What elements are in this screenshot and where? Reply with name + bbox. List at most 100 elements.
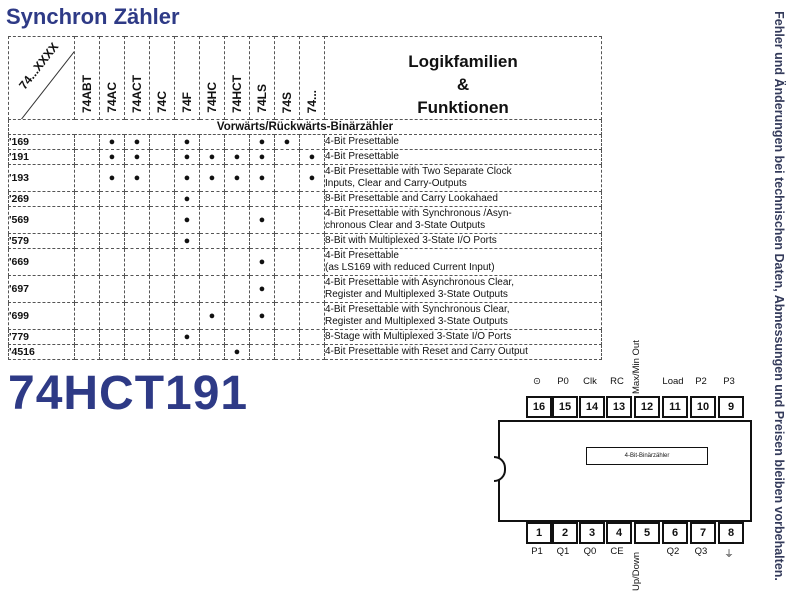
ic-body <box>498 420 752 522</box>
family-cell: ● <box>174 191 200 207</box>
family-cell: ● <box>174 149 200 165</box>
function-description: 4-Bit Presettable with Two Separate Cloc… <box>324 164 602 192</box>
device-code: '193 <box>8 164 75 192</box>
family-cell: ● <box>249 302 275 330</box>
family-cell <box>174 275 200 303</box>
counter-block: 4-Bit-Binärzähler <box>586 447 708 465</box>
family-cell <box>124 206 150 234</box>
table-row: '569●●4-Bit Presettable with Synchronous… <box>8 206 602 234</box>
device-code: '579 <box>8 233 75 249</box>
family-cell <box>224 302 250 330</box>
family-cell <box>299 329 325 345</box>
table-row: '169●●●●●4-Bit Presettable <box>8 134 602 150</box>
table-row: '699●●4-Bit Presettable with Synchronous… <box>8 302 602 330</box>
availability-dot: ● <box>258 172 266 184</box>
pin-number: 1 <box>526 522 552 544</box>
family-cell <box>174 302 200 330</box>
pin-label: P3 <box>723 376 735 387</box>
family-cell: ● <box>299 149 325 165</box>
family-header: 74HCT <box>224 36 250 120</box>
family-cell: ● <box>174 329 200 345</box>
function-line: 8-Bit with Multiplexed 3-State I/O Ports <box>325 235 497 246</box>
pin-label: RC <box>610 376 624 387</box>
family-cell <box>124 248 150 276</box>
family-cell: ● <box>249 134 275 150</box>
family-cell <box>274 149 300 165</box>
function-line: 4-Bit Presettable with Asynchronous Clea… <box>325 277 514 288</box>
family-cell <box>74 149 100 165</box>
function-line: 4-Bit Presettable with Synchronous /Asyn… <box>325 208 512 219</box>
function-line: 4-Bit Presettable with Two Separate Cloc… <box>325 166 512 177</box>
availability-dot: ● <box>208 151 216 163</box>
device-code: '191 <box>8 149 75 165</box>
family-cell <box>199 275 225 303</box>
function-header: Logikfamilien & Funktionen <box>324 36 602 120</box>
availability-dot: ● <box>183 193 191 205</box>
pin-label: Up/Down <box>631 551 642 591</box>
family-cell <box>249 233 275 249</box>
availability-dot: ● <box>308 151 316 163</box>
family-cell <box>274 275 300 303</box>
page-title: Synchron Zähler <box>6 4 180 29</box>
availability-dot: ● <box>108 151 116 163</box>
availability-dot: ● <box>183 172 191 184</box>
family-cell <box>249 344 275 360</box>
family-header: 74ACT <box>124 36 150 120</box>
family-cell: ● <box>249 206 275 234</box>
availability-dot: ● <box>108 136 116 148</box>
family-cell <box>74 164 100 192</box>
family-cell: ● <box>174 134 200 150</box>
function-description: 4-Bit Presettable with Synchronous /Asyn… <box>324 206 602 234</box>
function-description: 4-Bit Presettable with Asynchronous Clea… <box>324 275 602 303</box>
side-note-text: Fehler und Änderungen bei technischen Da… <box>772 11 786 581</box>
function-line: 4-Bit Presettable with Synchronous Clear… <box>325 304 510 315</box>
family-cell <box>199 134 225 150</box>
function-line: (as LS169 with reduced Current Input) <box>325 262 495 273</box>
family-cell <box>99 275 125 303</box>
corner-header: 74...XXXX <box>8 36 75 120</box>
availability-dot: ● <box>258 310 266 322</box>
family-cell <box>274 206 300 234</box>
family-cell <box>274 329 300 345</box>
function-line: chronous Clear and 3-State Outputs <box>325 220 486 231</box>
pin-label: Q0 <box>583 546 597 557</box>
family-cell <box>149 164 175 192</box>
family-cell <box>99 344 125 360</box>
family-cell <box>74 329 100 345</box>
availability-dot: ● <box>258 136 266 148</box>
table-row: '269●8-Bit Presettable and Carry Lookaha… <box>8 191 602 207</box>
pin-number: 11 <box>662 396 688 418</box>
family-cell: ● <box>224 344 250 360</box>
family-cell <box>299 344 325 360</box>
availability-dot: ● <box>108 172 116 184</box>
family-cell <box>249 191 275 207</box>
family-cell: ● <box>249 149 275 165</box>
pin-number: 7 <box>690 522 716 544</box>
family-cell <box>199 248 225 276</box>
pin-number: 10 <box>690 396 716 418</box>
pin-number: 16 <box>526 396 552 418</box>
pin-number: 14 <box>579 396 605 418</box>
function-line: 4-Bit Presettable <box>325 136 399 147</box>
family-cell <box>74 134 100 150</box>
family-cell <box>149 344 175 360</box>
pin-label: Q3 <box>694 546 708 557</box>
table-row: '669●4-Bit Presettable(as LS169 with red… <box>8 248 602 276</box>
family-cell <box>149 149 175 165</box>
family-header: 74S <box>274 36 300 120</box>
family-cell <box>149 134 175 150</box>
family-cell: ● <box>224 164 250 192</box>
family-cell <box>249 329 275 345</box>
family-cell <box>124 275 150 303</box>
family-cell: ● <box>174 164 200 192</box>
availability-dot: ● <box>133 136 141 148</box>
device-code: '169 <box>8 134 75 150</box>
family-cell <box>74 302 100 330</box>
table-body: '169●●●●●4-Bit Presettable'191●●●●●●●4-B… <box>8 134 602 360</box>
family-cell <box>274 164 300 192</box>
pin-label: Q1 <box>556 546 570 557</box>
family-cell <box>224 206 250 234</box>
function-description: 4-Bit Presettable <box>324 134 602 150</box>
device-code: '569 <box>8 206 75 234</box>
family-cell <box>274 191 300 207</box>
